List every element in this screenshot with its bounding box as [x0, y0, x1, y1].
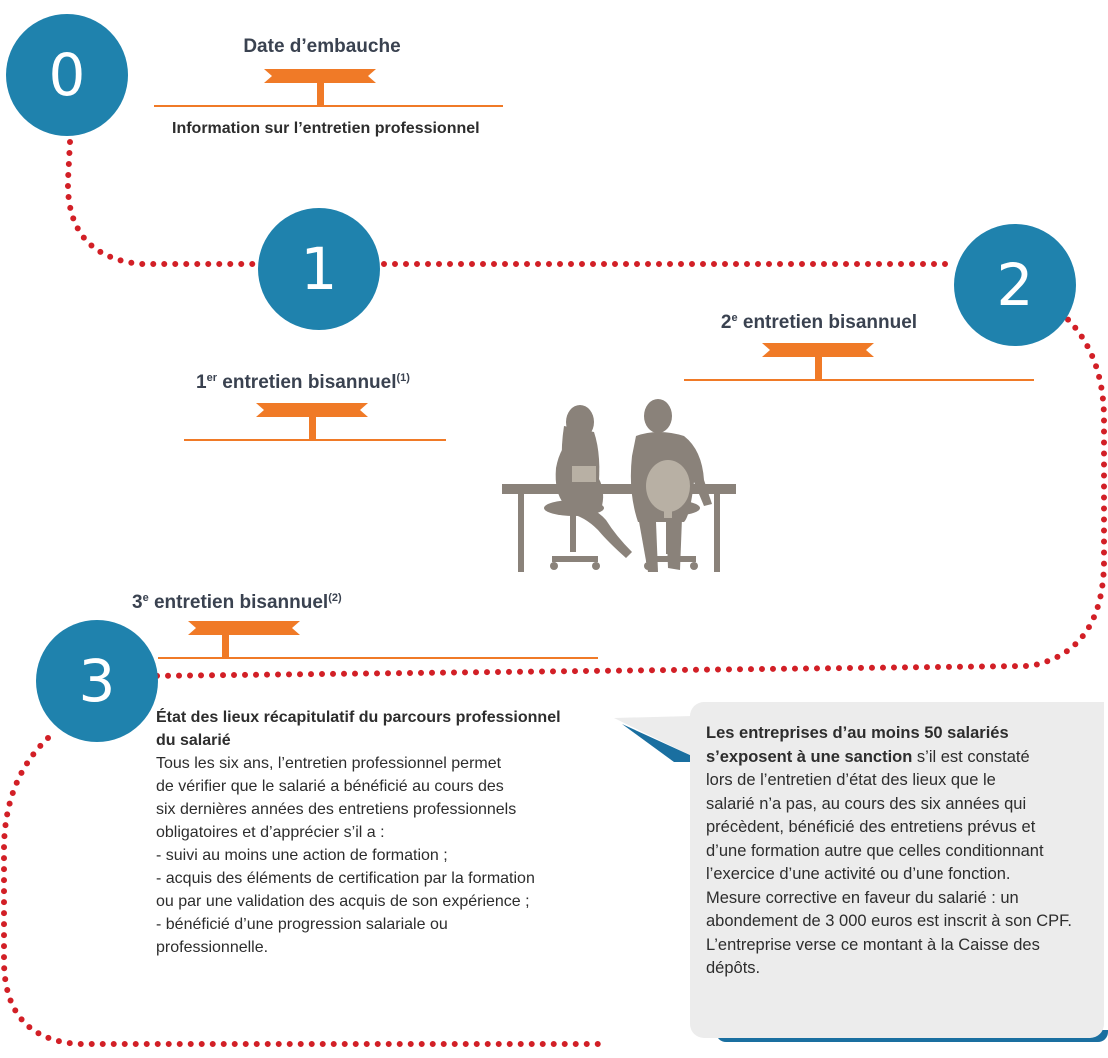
step-0-circle: 0 [6, 14, 128, 136]
callout-line: abondement de 3 000 euros est inscrit à … [706, 912, 1072, 930]
callout-line: d’une formation autre que celles conditi… [706, 841, 1044, 860]
step-2-circle: 2 [954, 224, 1076, 346]
review-line: ou par une validation des acquis de son … [156, 893, 530, 910]
review-line: de vérifier que le salarié a bénéficié a… [156, 778, 504, 795]
interview-illustration [502, 399, 736, 572]
callout-line: lors de l’entretien d’état des lieux que… [706, 771, 996, 789]
callout-line: précèdent, bénéficié des entretiens prév… [706, 818, 1036, 836]
review-heading-line-2: du salarié [156, 732, 231, 749]
review-heading-line-1: État des lieux récapitulatif du parcours… [156, 709, 561, 726]
callout-box [690, 702, 1104, 1038]
callout-line: l’exercice d’une activité ou d’une fonct… [706, 865, 1011, 883]
step-3-circle: 3 [36, 620, 158, 742]
review-line: Tous les six ans, l’entretien profession… [156, 755, 502, 772]
review-line: - suivi au moins une action de formation… [156, 847, 448, 864]
callout-line: salarié n’a pas, au cours des six années… [706, 794, 1027, 813]
first-review-title: 1er entretien bisannuel(1) [196, 372, 410, 393]
callout-line: L’entreprise verse ce montant à la Caiss… [706, 935, 1040, 954]
review-line: obligatoires et d’apprécier s’il a : [156, 824, 385, 841]
hiring-date-title: Date d’embauche [243, 36, 401, 57]
step-1-number: 1 [300, 235, 338, 303]
second-review-title: 2e entretien bisannuel [720, 312, 918, 333]
callout-line: Mesure corrective en faveur du salarié :… [706, 888, 1019, 907]
third-review-title: 3e entretien bisannuel(2) [132, 592, 342, 613]
second-review-banner-icon [684, 343, 1034, 381]
callout-line: dépôts. [706, 959, 761, 977]
review-line: professionnelle. [156, 939, 269, 956]
third-review-banner-icon [158, 621, 598, 659]
review-line: - bénéficié d’une progression salariale … [156, 916, 448, 933]
callout-bold-line-1: Les entreprises d’au moins 50 salariés [706, 724, 1009, 742]
review-line: six dernières années des entretiens prof… [156, 801, 517, 818]
review-description: État des lieux récapitulatif du parcours… [156, 706, 616, 959]
step-2-number: 2 [996, 251, 1034, 319]
callout-line-2: s’exposent à une sanction s’il est const… [706, 747, 1030, 766]
hiring-date-label: Information sur l’entretien professionne… [172, 120, 480, 137]
first-review-banner-icon [184, 403, 446, 441]
hiring-date-banner-icon [154, 69, 503, 107]
callout-pointer [614, 716, 692, 762]
step-3-number: 3 [78, 647, 116, 715]
review-line: - acquis des éléments de certification p… [156, 870, 535, 887]
step-0-number: 0 [48, 41, 86, 109]
sanction-callout-text: Les entreprises d’au moins 50 salariés s… [706, 722, 1098, 981]
step-1-circle: 1 [258, 208, 380, 330]
